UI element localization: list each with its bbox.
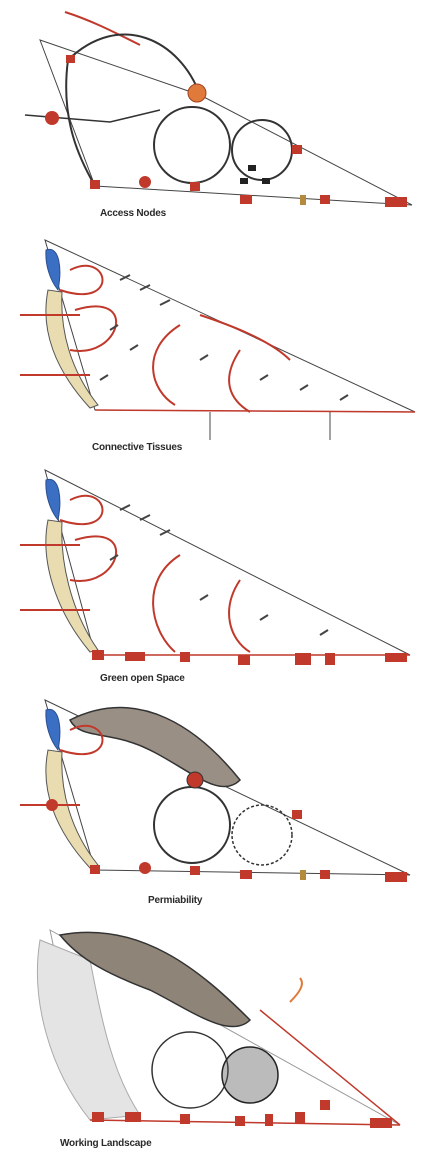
west-node-marker — [45, 111, 59, 125]
landscape-circle-dense — [222, 1047, 278, 1103]
route-west — [25, 110, 160, 122]
caption-connective-tissues: Connective Tissues — [92, 442, 182, 453]
panel-permiability: Permiability — [0, 690, 428, 920]
panel-access-nodes: Access Nodes — [0, 0, 428, 230]
main-node-marker — [187, 772, 203, 788]
tissue-rib — [153, 325, 180, 405]
water-body — [46, 249, 60, 290]
site-outline — [45, 470, 410, 655]
landscape-circle-large — [152, 1032, 228, 1108]
tissue-rib — [229, 350, 250, 412]
tissue-rib — [153, 555, 180, 652]
permiability-sketch — [0, 690, 428, 920]
main-node-marker — [188, 84, 206, 102]
panel-connective-tissues: Connective Tissues — [0, 230, 428, 460]
route-top — [65, 12, 140, 45]
node-square — [66, 55, 75, 63]
node-square — [292, 145, 302, 154]
route-loop — [68, 35, 200, 95]
water-body — [46, 479, 60, 520]
tissue-rib — [60, 496, 103, 524]
node-square — [190, 182, 200, 191]
permeable-nodes — [90, 810, 407, 882]
node-circle-small — [232, 120, 292, 180]
node-post — [300, 870, 306, 880]
access-nodes-sketch — [0, 0, 428, 230]
caption-green-open-space: Green open Space — [100, 673, 185, 684]
panel-working-landscape: Working Landscape — [0, 920, 428, 1152]
node-post — [300, 195, 306, 205]
water-body — [46, 709, 60, 750]
tissue-rib — [60, 266, 103, 294]
south-node-marker — [139, 862, 151, 874]
node-block — [248, 165, 256, 171]
node-circle-large — [154, 787, 230, 863]
south-edge — [95, 410, 415, 412]
node-square — [90, 180, 100, 189]
hatch-marks — [100, 275, 348, 400]
caption-permiability: Permiability — [148, 895, 202, 906]
hatch-marks — [110, 505, 328, 635]
node-circle-large — [154, 107, 230, 183]
shore-strip — [46, 520, 98, 652]
tissue-rib — [70, 306, 116, 351]
south-node-marker — [139, 176, 151, 188]
caption-working-landscape: Working Landscape — [60, 1138, 151, 1149]
node-square — [320, 195, 330, 204]
panel-green-open-space: Green open Space — [0, 460, 428, 690]
tissue-rib — [70, 536, 116, 581]
tissue-rib — [229, 580, 250, 652]
node-block — [240, 178, 248, 184]
tree-accent — [290, 978, 302, 1002]
node-block — [262, 178, 270, 184]
working-landscape-sketch — [0, 920, 428, 1152]
caption-access-nodes: Access Nodes — [100, 208, 166, 219]
green-open-space-sketch — [0, 460, 428, 690]
connective-tissues-sketch — [0, 230, 428, 460]
node-square — [240, 195, 252, 204]
tissue-rib — [200, 315, 290, 360]
route-left — [66, 60, 95, 186]
node-square — [385, 197, 407, 207]
permeable-band — [70, 708, 240, 787]
